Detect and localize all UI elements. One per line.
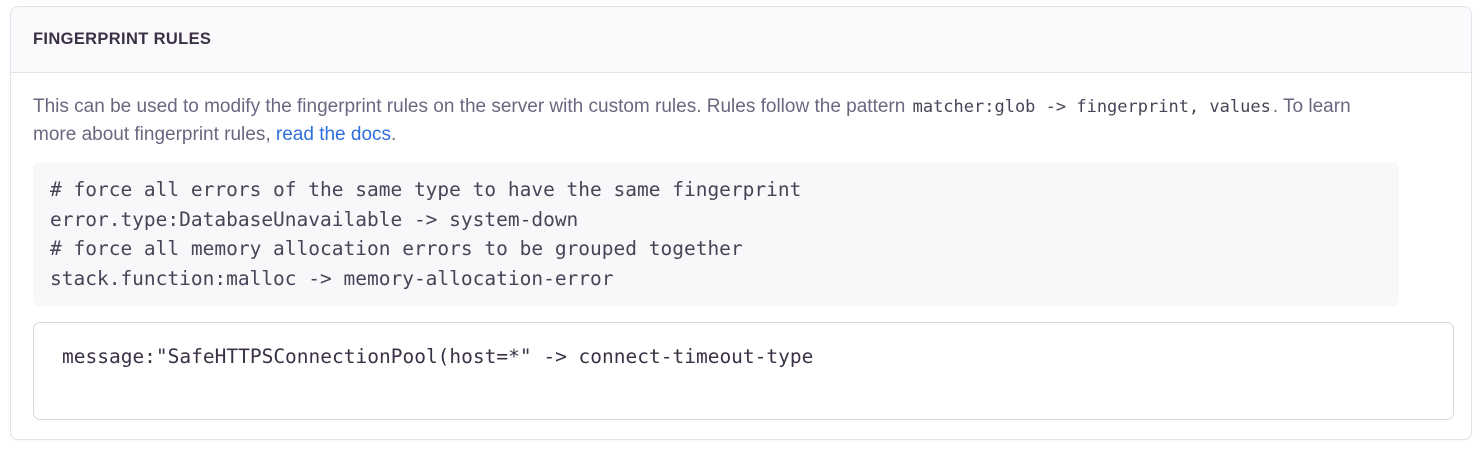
code-line: # force all memory allocation errors to … xyxy=(50,237,743,260)
fingerprint-rules-input[interactable] xyxy=(33,322,1454,420)
example-code-block: # force all errors of the same type to h… xyxy=(33,162,1399,306)
fingerprint-rules-panel: FINGERPRINT RULES This can be used to mo… xyxy=(10,6,1472,440)
inline-code-pattern: matcher:glob -> fingerprint, values xyxy=(912,97,1271,117)
description-part-2: . To learn more about fingerprint rules, xyxy=(33,96,1351,145)
page-title: FINGERPRINT RULES xyxy=(33,30,212,48)
description-text: This can be used to modify the fingerpri… xyxy=(33,93,1383,148)
code-line: error.type:DatabaseUnavailable -> system… xyxy=(50,207,579,231)
panel-body: This can be used to modify the fingerpri… xyxy=(11,73,1471,420)
description-part-3: . xyxy=(391,124,397,145)
panel-header: FINGERPRINT RULES xyxy=(11,7,1471,73)
code-line: stack.function:malloc -> memory-allocati… xyxy=(50,266,614,290)
code-line: # force all errors of the same type to h… xyxy=(50,178,802,201)
description-part-1: This can be used to modify the fingerpri… xyxy=(33,96,911,117)
read-the-docs-link[interactable]: read the docs xyxy=(275,124,392,145)
